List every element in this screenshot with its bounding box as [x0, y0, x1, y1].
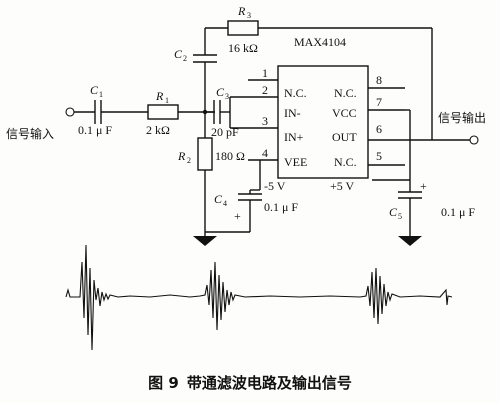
pin7-label: VCC [332, 106, 357, 120]
pin1-number: 1 [262, 66, 268, 80]
resistor-r2 [197, 137, 213, 232]
output-waveform [65, 244, 453, 351]
c4-plus: + [234, 209, 241, 223]
c1-value: 0.1 μ F [78, 123, 112, 137]
ic-left-pins [230, 79, 278, 161]
c2-name: C [174, 47, 183, 61]
resistor-r3 [227, 20, 433, 140]
c1-sub: 1 [99, 90, 103, 99]
pin8-number: 8 [376, 73, 382, 87]
output-terminal [469, 135, 479, 145]
c5-value: 0.1 μ F [441, 205, 475, 219]
ground-symbol-right [398, 236, 422, 246]
r2-name: R [177, 149, 186, 163]
c4-sub: 4 [223, 199, 227, 208]
pin6-label: OUT [332, 130, 357, 144]
c4-value: 0.1 μ F [264, 200, 298, 214]
pin6-number: 6 [376, 122, 382, 136]
capacitor-c1 [94, 100, 148, 124]
signal-output-label: 信号输出 [438, 110, 486, 125]
c4-name: C [214, 192, 223, 206]
c2-sub: 2 [183, 54, 187, 63]
pin2-label: IN- [284, 106, 301, 120]
figure-number: 图 9 [148, 374, 179, 392]
c1-name: C [90, 83, 99, 97]
capacitor-c5 [398, 191, 422, 236]
pin3-number: 3 [262, 114, 268, 128]
pin4-number: 4 [262, 146, 268, 160]
caption-text: 带通滤波电路及输出信号 [186, 374, 352, 392]
supply-neg-label: -5 V [264, 179, 286, 193]
c3-name: C [216, 85, 225, 99]
r3-value: 16 kΩ [228, 41, 258, 55]
r3-name: R [237, 4, 246, 18]
c5-name: C [389, 205, 398, 219]
ground-symbol-left [193, 232, 217, 246]
ic-name-label: MAX4104 [294, 35, 346, 49]
r1-sub: 1 [165, 96, 169, 105]
input-terminal [65, 107, 95, 117]
pin4-label: VEE [284, 155, 307, 169]
pin3-label: IN+ [284, 130, 304, 144]
r2-sub: 2 [187, 156, 191, 165]
supply-pos-label: +5 V [330, 179, 355, 193]
pin8-label: N.C. [334, 86, 357, 100]
pin5-number: 5 [376, 149, 382, 163]
c3-value: 20 pF [211, 125, 239, 139]
c5-plus: + [420, 179, 427, 193]
ic-right-pins [368, 87, 470, 166]
ic-max4104 [277, 65, 369, 179]
r3-sub: 3 [247, 11, 251, 20]
signal-input-label: 信号输入 [6, 126, 54, 141]
r1-name: R [155, 89, 164, 103]
pin1-label: N.C. [284, 86, 307, 100]
r2-value: 180 Ω [215, 149, 245, 163]
figure-caption: 图 9 带通滤波电路及输出信号 [0, 372, 500, 393]
c3-sub: 3 [225, 92, 229, 101]
capacitor-c2 [193, 28, 217, 63]
pin7-number: 7 [376, 95, 382, 109]
r1-value: 2 kΩ [146, 123, 170, 137]
pin2-number: 2 [262, 83, 268, 97]
capacitor-c4 [238, 190, 262, 232]
c5-sub: 5 [398, 212, 402, 221]
pin5-label: N.C. [334, 155, 357, 169]
